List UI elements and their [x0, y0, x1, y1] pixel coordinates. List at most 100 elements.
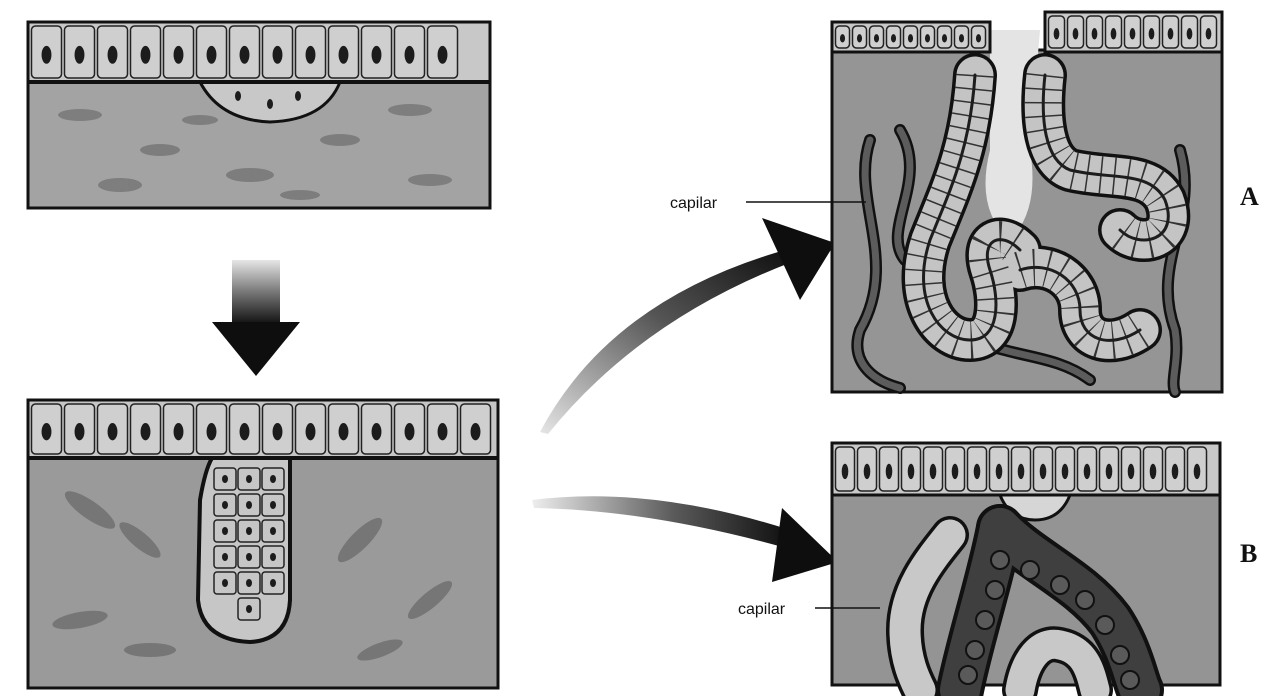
- cell-nucleus: [240, 423, 250, 440]
- cell-nucleus: [246, 475, 252, 483]
- cell-nucleus: [42, 423, 52, 440]
- cell-nucleus: [270, 475, 276, 483]
- cell-nucleus: [1084, 464, 1091, 479]
- cell-nucleus: [925, 34, 930, 42]
- cell-nucleus: [108, 423, 118, 440]
- arrow-to-exocrine: [540, 218, 835, 434]
- panel-invagination-stage: [28, 400, 498, 688]
- blood-cell: [986, 581, 1004, 599]
- cell-nucleus: [1128, 464, 1135, 479]
- cell-nucleus: [1092, 28, 1098, 40]
- cell-nucleus: [207, 423, 217, 440]
- cell-nucleus: [930, 464, 937, 479]
- cell-nucleus: [42, 46, 52, 64]
- cell-nucleus: [75, 423, 85, 440]
- capilar-label-b: capilar: [738, 601, 786, 618]
- cell-nucleus: [471, 423, 481, 440]
- cell-nucleus: [222, 553, 228, 561]
- cell-nucleus: [270, 553, 276, 561]
- cell-nucleus: [1062, 464, 1069, 479]
- cell-nucleus: [405, 423, 415, 440]
- cell-nucleus: [886, 464, 893, 479]
- blood-cell: [976, 611, 994, 629]
- cell-nucleus: [438, 423, 448, 440]
- cell-nucleus: [1073, 28, 1079, 40]
- cell-nucleus: [1040, 464, 1047, 479]
- blood-cell: [1096, 616, 1114, 634]
- cell-nucleus: [141, 423, 151, 440]
- blood-cell: [1121, 671, 1139, 689]
- cell-nucleus: [222, 501, 228, 509]
- cell-nucleus: [908, 464, 915, 479]
- cell-nucleus: [270, 579, 276, 587]
- blood-cell: [991, 551, 1009, 569]
- cell-nucleus: [959, 34, 964, 42]
- blood-cell: [1051, 576, 1069, 594]
- cell-nucleus: [246, 579, 252, 587]
- blood-cell: [1021, 561, 1039, 579]
- cell-nucleus: [339, 423, 349, 440]
- capilar-label-a: capilar: [670, 195, 718, 212]
- cell-nucleus: [207, 46, 217, 64]
- cell-nucleus: [974, 464, 981, 479]
- arrow-to-endocrine: [532, 496, 838, 582]
- cell-nucleus: [246, 605, 252, 613]
- cell-nucleus: [1130, 28, 1136, 40]
- cell-nucleus: [405, 46, 415, 64]
- cell-nucleus: [1168, 28, 1174, 40]
- cell-nucleus: [240, 46, 250, 64]
- panel-label-a: A: [1240, 182, 1259, 211]
- cell-nucleus: [1172, 464, 1179, 479]
- cell-nucleus: [1106, 464, 1113, 479]
- cell-nucleus: [222, 475, 228, 483]
- panel-label-b: B: [1240, 539, 1257, 568]
- cell-nucleus: [174, 46, 184, 64]
- cell-nucleus: [874, 34, 879, 42]
- blood-cell: [959, 666, 977, 684]
- cell-nucleus: [1150, 464, 1157, 479]
- cell-nucleus: [1206, 28, 1212, 40]
- cell-nucleus: [857, 34, 862, 42]
- blood-cell: [1111, 646, 1129, 664]
- cell-nucleus: [438, 46, 448, 64]
- cell-nucleus: [246, 553, 252, 561]
- cell-nucleus: [108, 46, 118, 64]
- epithelial-cells: [836, 447, 1207, 491]
- cell-nucleus: [840, 34, 845, 42]
- cell-nucleus: [75, 46, 85, 64]
- panel-early-stage: [28, 22, 490, 208]
- cell-nucleus: [1149, 28, 1155, 40]
- cell-nucleus: [273, 46, 283, 64]
- cell-nucleus: [996, 464, 1003, 479]
- cell-nucleus: [306, 46, 316, 64]
- cell-nucleus: [1054, 28, 1060, 40]
- panel-exocrine-gland: [832, 12, 1222, 392]
- cell-nucleus: [1187, 28, 1193, 40]
- panel-endocrine-gland: [832, 443, 1220, 690]
- cell-nucleus: [842, 464, 849, 479]
- cell-nucleus: [141, 46, 151, 64]
- cell-nucleus: [976, 34, 981, 42]
- cell-nucleus: [270, 527, 276, 535]
- cell-nucleus: [306, 423, 316, 440]
- cell-nucleus: [273, 423, 283, 440]
- cell-nucleus: [1018, 464, 1025, 479]
- cell-nucleus: [372, 423, 382, 440]
- cell-nucleus: [222, 527, 228, 535]
- cell-nucleus: [222, 579, 228, 587]
- cell-nucleus: [864, 464, 871, 479]
- cell-nucleus: [942, 34, 947, 42]
- blood-cell: [1076, 591, 1094, 609]
- cell-nucleus: [1111, 28, 1117, 40]
- cell-nucleus: [246, 527, 252, 535]
- down-arrow: [212, 260, 300, 376]
- blood-cell: [966, 641, 984, 659]
- cell-nucleus: [908, 34, 913, 42]
- cell-nucleus: [1194, 464, 1201, 479]
- cell-nucleus: [952, 464, 959, 479]
- cell-nucleus: [246, 501, 252, 509]
- cell-nucleus: [339, 46, 349, 64]
- cell-nucleus: [372, 46, 382, 64]
- cell-nucleus: [174, 423, 184, 440]
